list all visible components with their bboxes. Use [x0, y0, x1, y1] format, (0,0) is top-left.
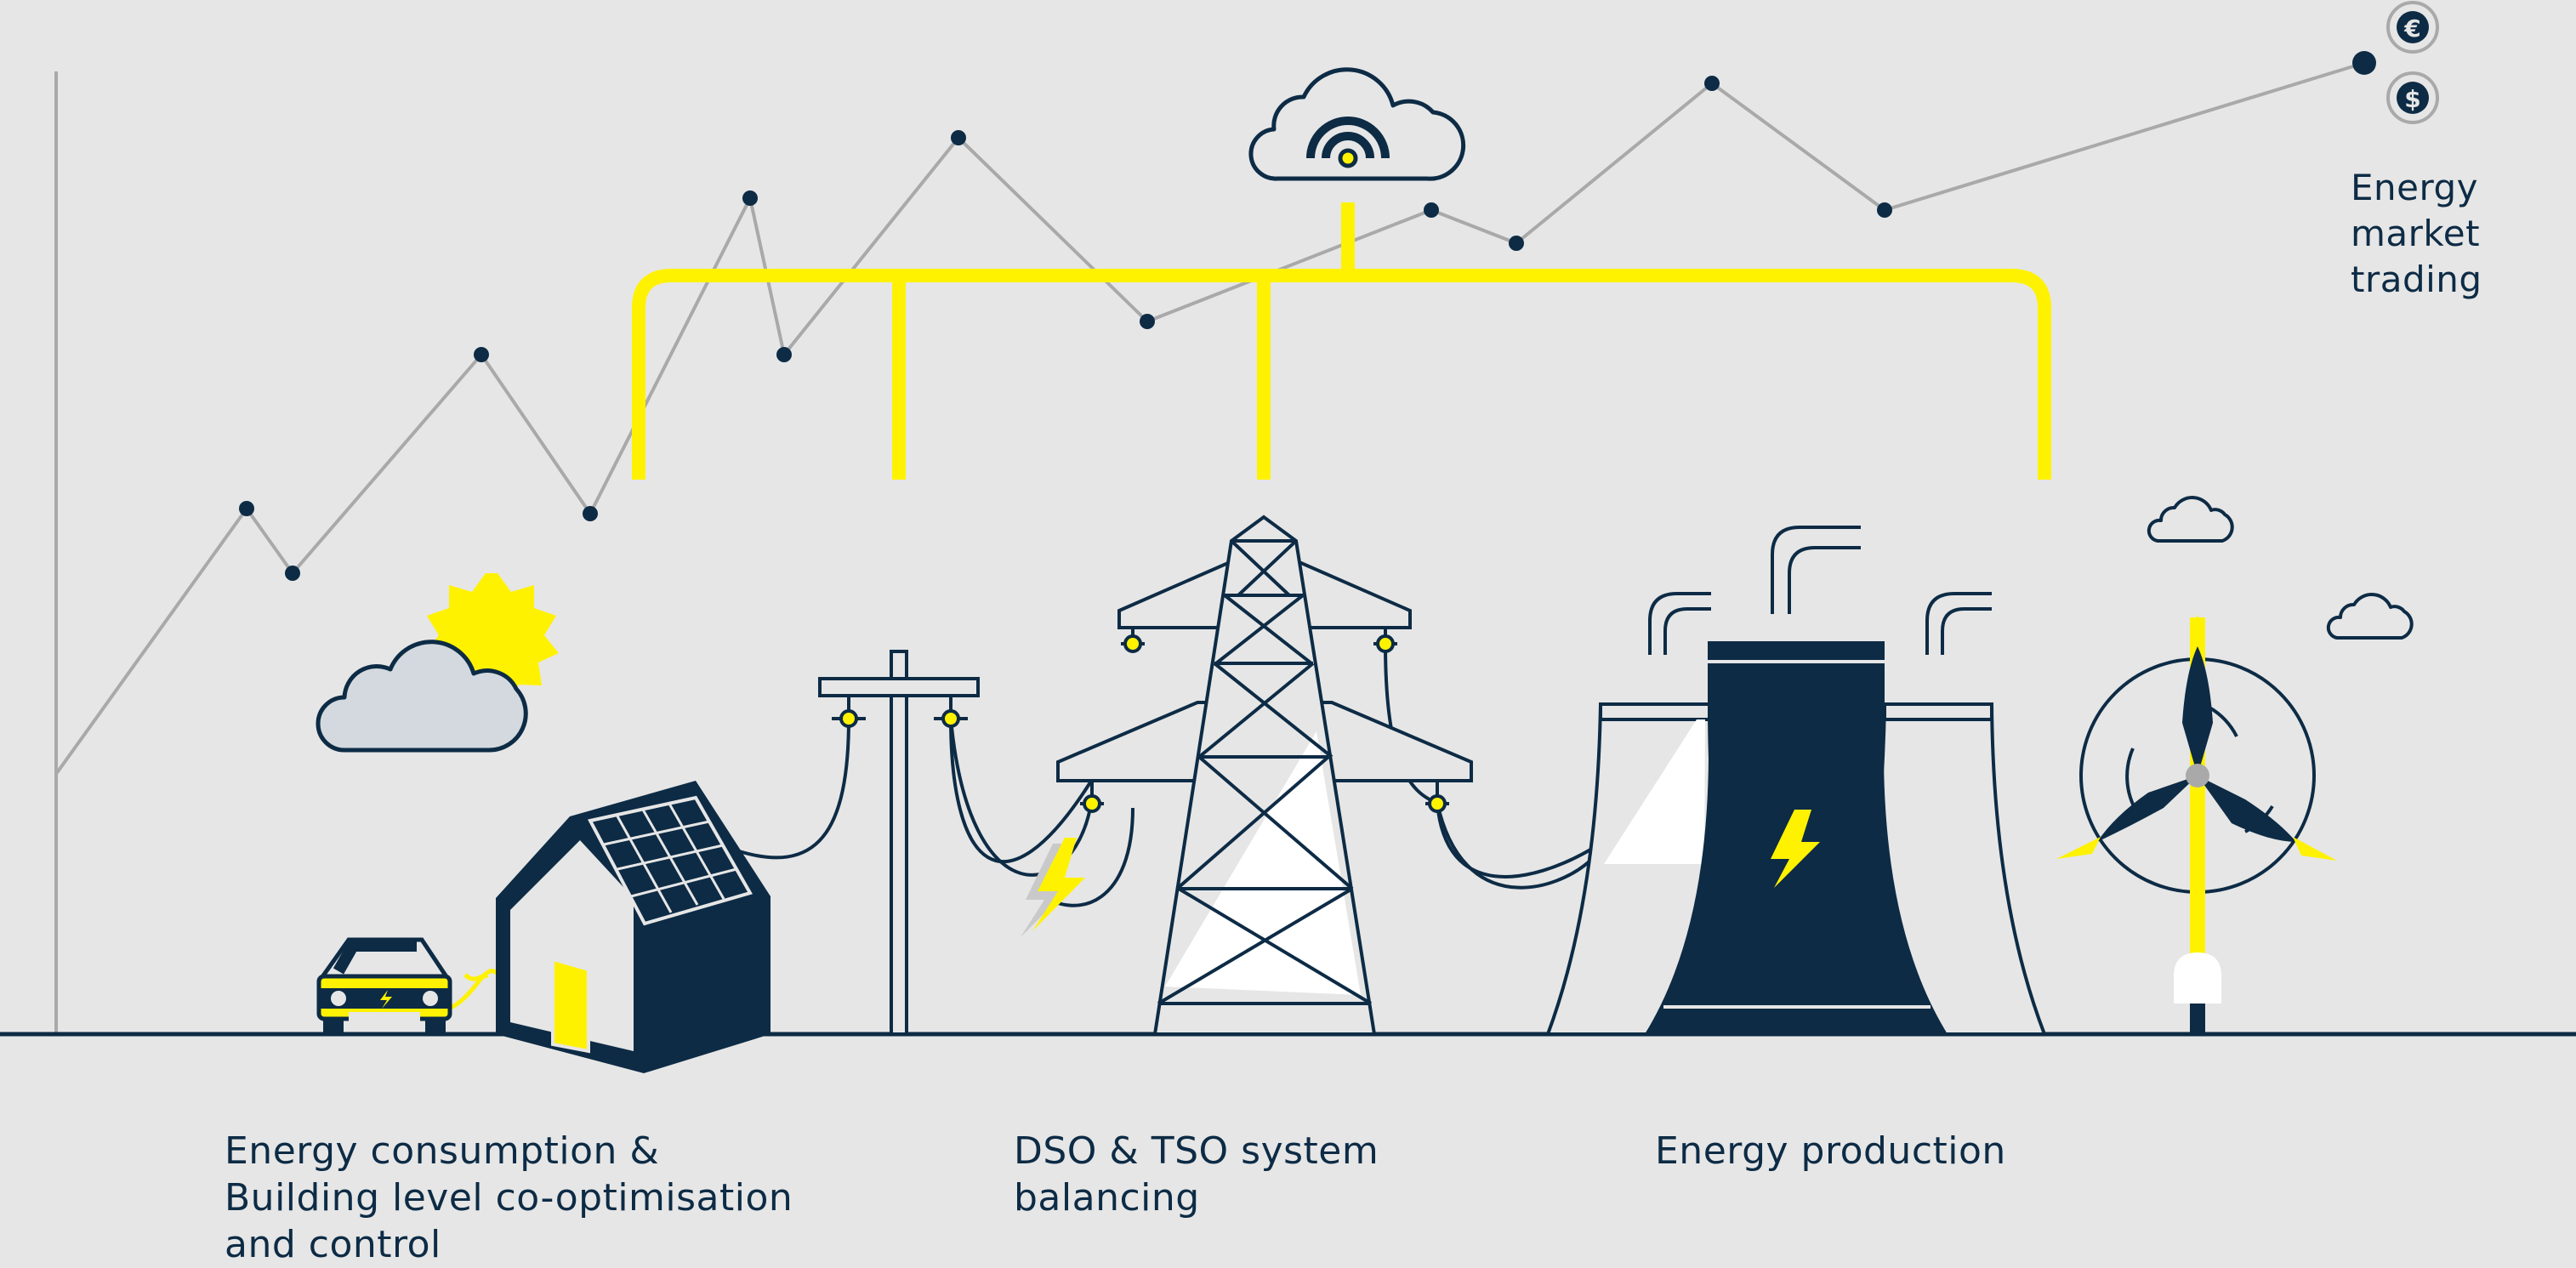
euro-symbol: € [2403, 14, 2420, 43]
small-cloud-icon [2326, 593, 2414, 640]
car-lightning-icon [380, 990, 392, 1009]
network-bracket [632, 202, 2051, 480]
power-plant-icon [1545, 526, 2047, 1036]
house-icon [496, 781, 771, 1073]
dollar-icon: $ [2386, 71, 2439, 124]
trend-points [239, 51, 2376, 581]
trend-line [54, 61, 2365, 776]
euro-icon: € [2386, 1, 2439, 54]
label-system-balancing: DSO & TSO system balancing [1014, 1129, 1379, 1220]
solar-panel-icon [588, 795, 753, 926]
utility-pole-icon [818, 650, 980, 1036]
cloud-wifi-icon [1248, 67, 1466, 181]
lightning-icon [1021, 838, 1085, 937]
label-energy-market-trading: Energy market trading [2351, 167, 2482, 300]
label-energy-production: Energy production [1655, 1129, 2006, 1173]
cloud-icon [316, 640, 528, 753]
label-energy-consumption: Energy consumption & Building level co-o… [225, 1129, 793, 1266]
plant-lightning-icon [1771, 810, 1820, 888]
dollar-symbol: $ [2404, 85, 2420, 113]
electric-car-icon [316, 937, 499, 1034]
small-cloud-icon [2147, 496, 2234, 543]
transmission-tower-icon [1056, 515, 1473, 1036]
wind-turbine-icon [2056, 614, 2337, 1034]
